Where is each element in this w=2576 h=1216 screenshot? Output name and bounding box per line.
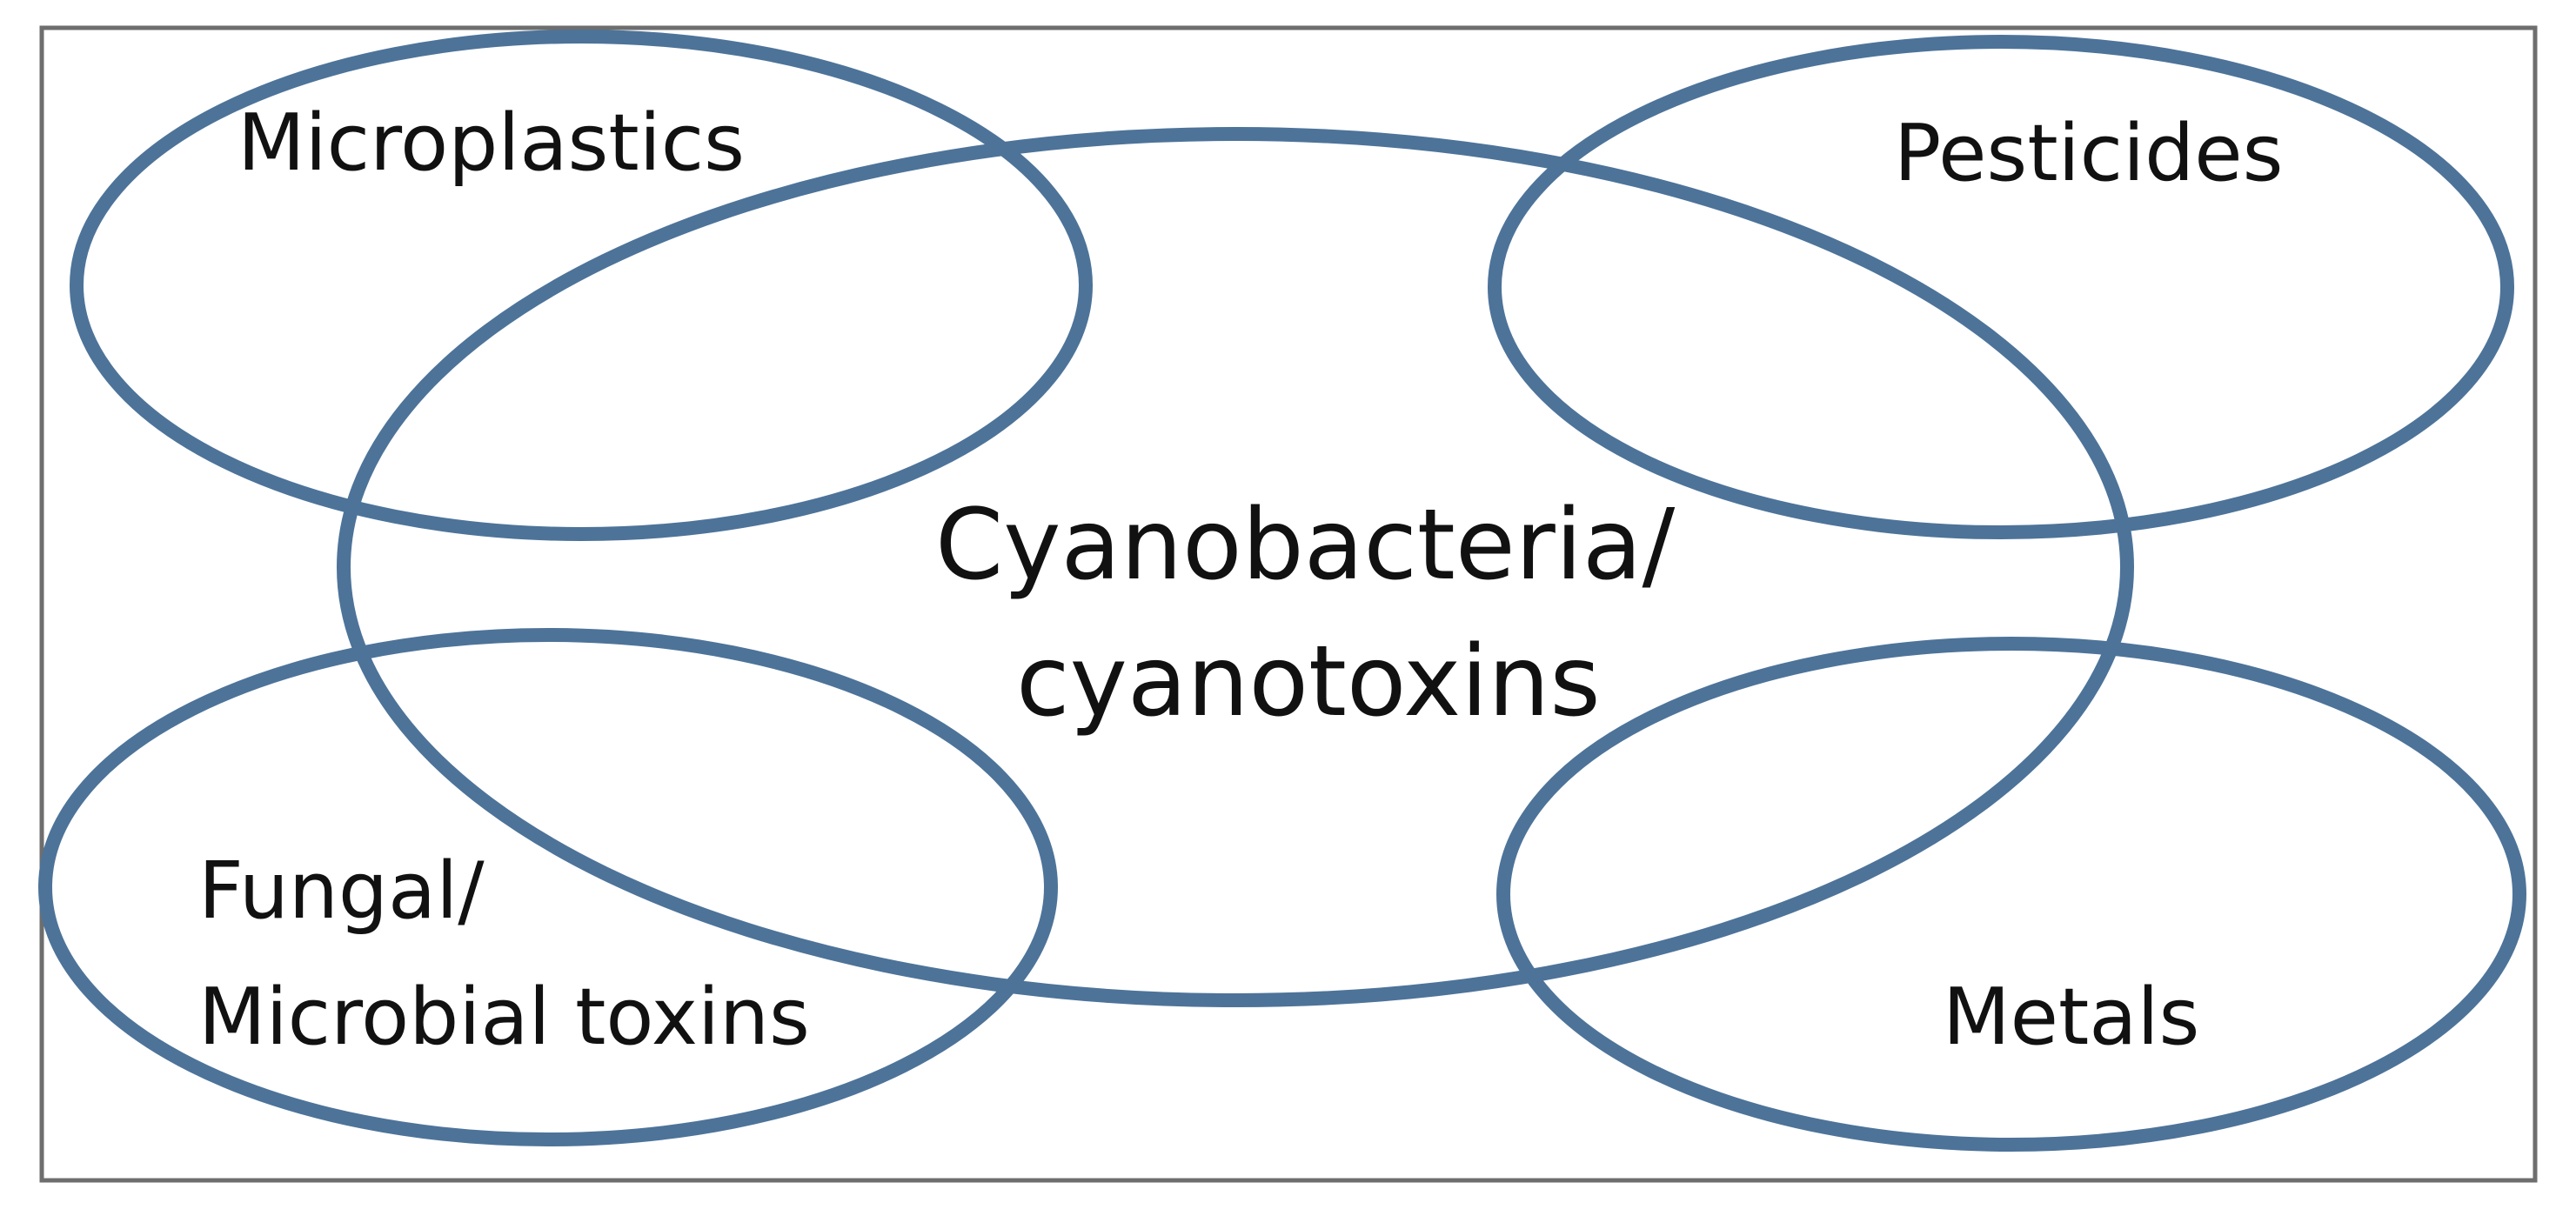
metals-ellipse xyxy=(1496,637,2526,1152)
fungal-label-line2: Microbial toxins xyxy=(198,972,810,1063)
pesticides-ellipse xyxy=(1488,35,2514,539)
cyanobacteria-label-line1: Cyanobacteria/ xyxy=(935,489,1676,602)
microplastics-label: Microplastics xyxy=(238,97,745,189)
fungal-label-line1: Fungal/ xyxy=(198,845,485,937)
fungal-ellipse xyxy=(38,628,1058,1146)
cyanobacteria-ellipse xyxy=(337,127,2134,1007)
cyanobacteria-label-line2: cyanotoxins xyxy=(1016,625,1601,738)
diagram-frame xyxy=(39,25,2538,1183)
microplastics-ellipse xyxy=(70,30,1093,541)
pesticides-label: Pesticides xyxy=(1894,108,2284,199)
metals-label: Metals xyxy=(1943,972,2199,1063)
